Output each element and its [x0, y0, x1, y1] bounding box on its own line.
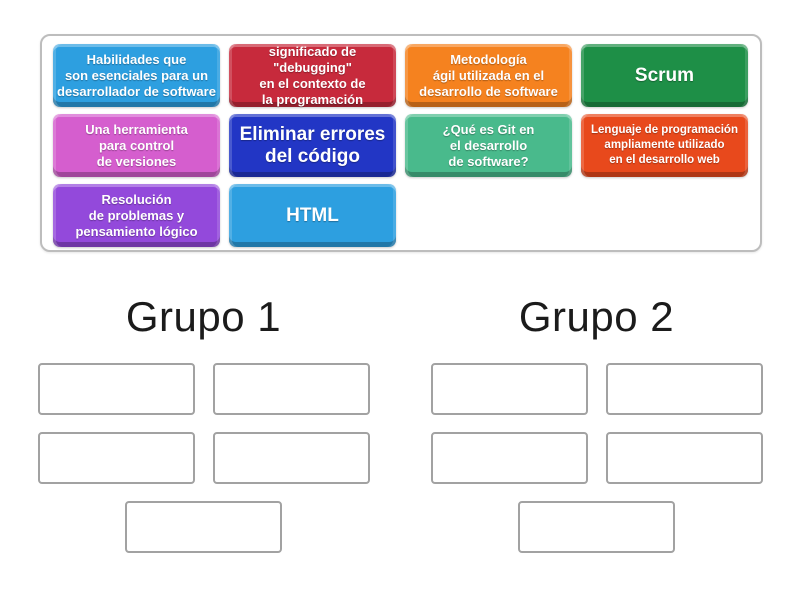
- card-label: Habilidades que son esenciales para un d…: [57, 51, 216, 99]
- draggable-card[interactable]: HTML: [229, 184, 396, 247]
- answer-slot[interactable]: [37, 432, 195, 484]
- card-label: Una herramienta para control de versione…: [85, 121, 188, 169]
- draggable-card[interactable]: Eliminar errores del código: [229, 114, 396, 177]
- answer-slot[interactable]: [605, 432, 763, 484]
- draggable-card[interactable]: Habilidades que son esenciales para un d…: [53, 44, 220, 107]
- answer-slot[interactable]: [605, 363, 763, 415]
- draggable-card[interactable]: ¿Qué es Git en el desarrollo de software…: [405, 114, 572, 177]
- draggable-card[interactable]: Resolución de problemas y pensamiento ló…: [53, 184, 220, 247]
- card-tray: Habilidades que son esenciales para un d…: [40, 34, 762, 252]
- card-label: HTML: [286, 204, 339, 226]
- card-label: significado de "debugging" en el context…: [259, 43, 366, 107]
- answer-slot[interactable]: [125, 501, 282, 553]
- draggable-card[interactable]: significado de "debugging" en el context…: [229, 44, 396, 107]
- draggable-card[interactable]: Lenguaje de programación ampliamente uti…: [581, 114, 748, 177]
- card-label: ¿Qué es Git en el desarrollo de software…: [442, 121, 535, 169]
- group-2-slots: [430, 363, 763, 553]
- group-2: Grupo 2: [430, 295, 763, 553]
- group-2-title: Grupo 2: [518, 293, 675, 340]
- draggable-card[interactable]: Una herramienta para control de versione…: [53, 114, 220, 177]
- card-tray-row: Una herramienta para control de versione…: [53, 114, 749, 177]
- group-1-slots: [37, 363, 370, 553]
- card-tray-row: Habilidades que son esenciales para un d…: [53, 44, 749, 107]
- card-label: Metodología ágil utilizada en el desarro…: [419, 51, 558, 99]
- answer-slot[interactable]: [212, 363, 370, 415]
- answer-slot[interactable]: [212, 432, 370, 484]
- card-tray-row: Resolución de problemas y pensamiento ló…: [53, 184, 749, 247]
- answer-slot[interactable]: [430, 432, 588, 484]
- draggable-card[interactable]: Scrum: [581, 44, 748, 107]
- card-label: Resolución de problemas y pensamiento ló…: [75, 191, 198, 239]
- card-label: Lenguaje de programación ampliamente uti…: [591, 124, 738, 166]
- card-label: Eliminar errores del código: [239, 123, 386, 167]
- answer-slot[interactable]: [518, 501, 675, 553]
- answer-slot[interactable]: [37, 363, 195, 415]
- group-1-title: Grupo 1: [125, 293, 282, 340]
- group-1: Grupo 1: [37, 295, 370, 553]
- answer-slot[interactable]: [430, 363, 588, 415]
- draggable-card[interactable]: Metodología ágil utilizada en el desarro…: [405, 44, 572, 107]
- card-label: Scrum: [634, 64, 695, 86]
